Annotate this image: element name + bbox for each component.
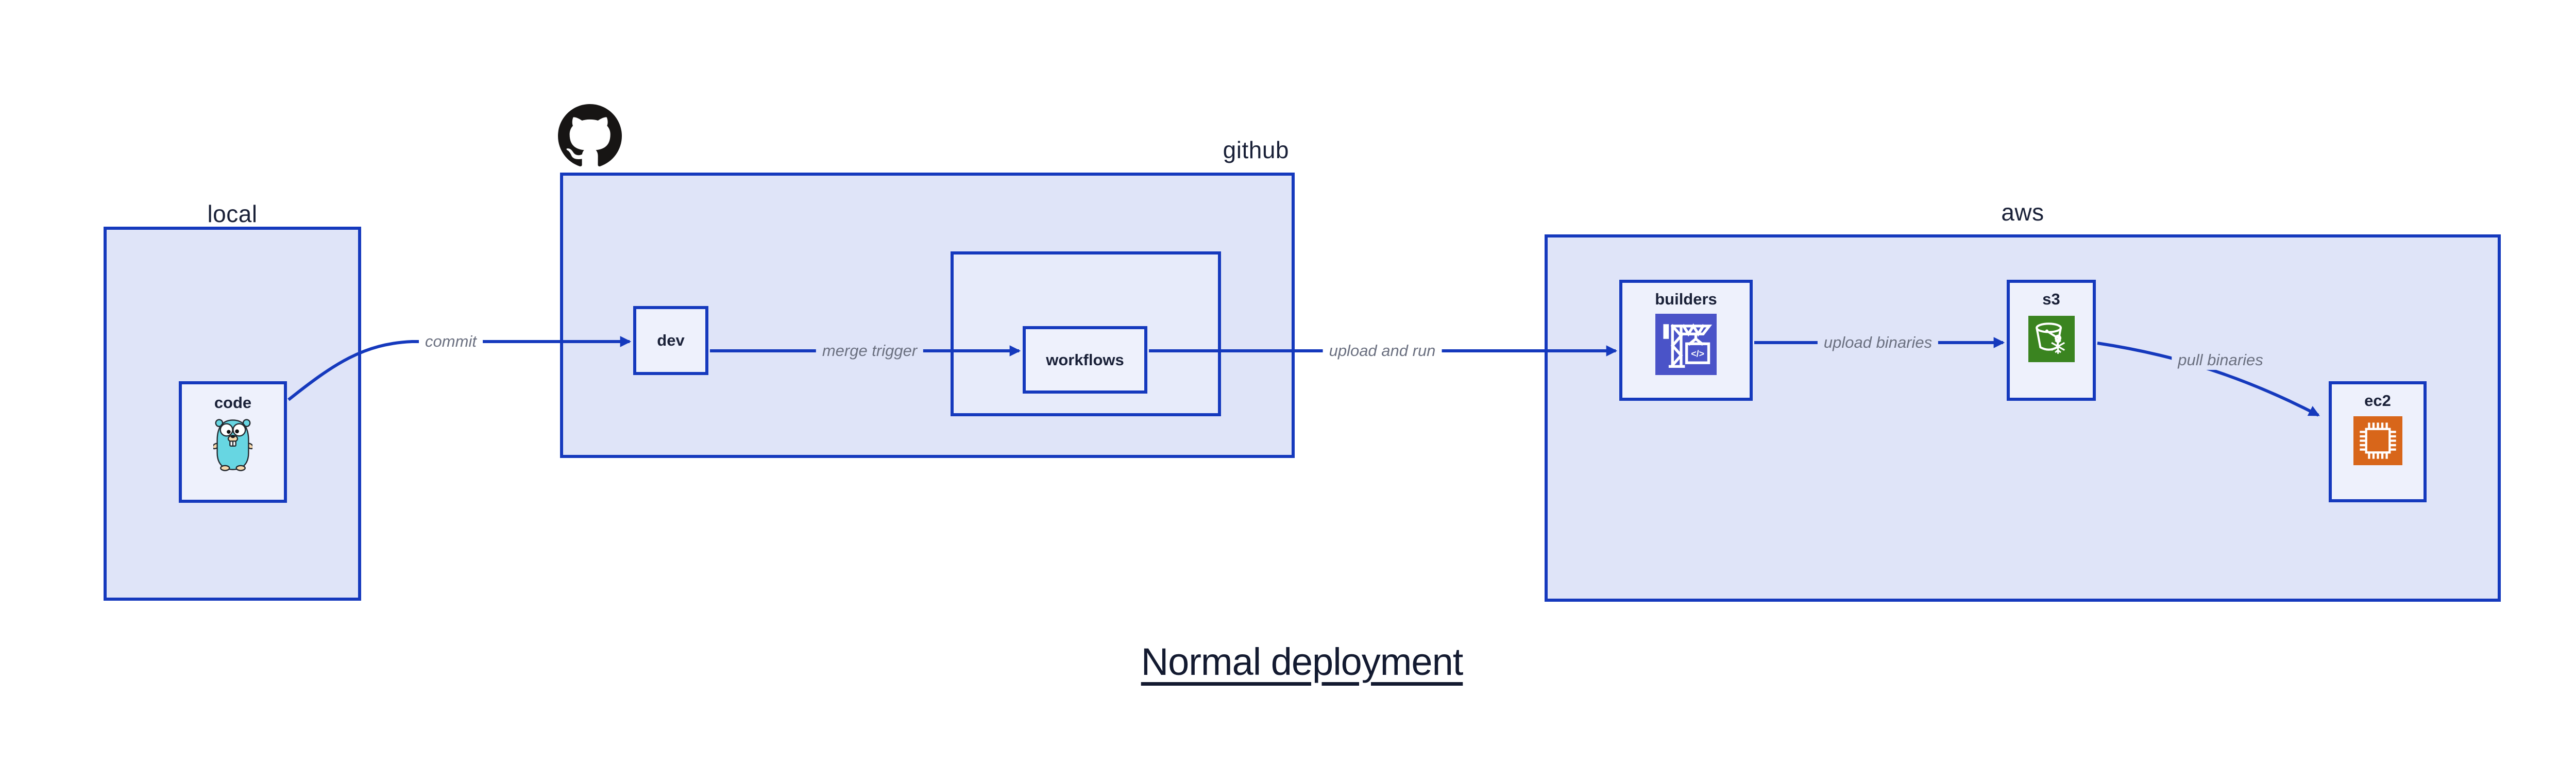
ec2-chip-icon bbox=[2353, 416, 2402, 465]
github-group-title: github bbox=[1223, 137, 1289, 163]
node-dev: dev bbox=[633, 306, 708, 375]
diagram-title: Normal deployment bbox=[1141, 640, 1464, 683]
node-dev-label: dev bbox=[657, 331, 685, 349]
node-s3: s3 bbox=[2007, 280, 2096, 401]
edge-label-upload-and-run: upload and run bbox=[1323, 341, 1442, 361]
aws-group-title: aws bbox=[2001, 199, 2044, 226]
node-builders-label: builders bbox=[1655, 290, 1717, 308]
node-ec2: ec2 bbox=[2329, 381, 2427, 502]
local-group-title: local bbox=[207, 200, 258, 227]
edge-label-pull-binaries: pull binaries bbox=[2172, 350, 2269, 370]
go-gopher-icon bbox=[213, 419, 252, 471]
node-workflows: workflows bbox=[1023, 326, 1147, 394]
node-s3-label: s3 bbox=[2042, 290, 2060, 308]
node-code-label: code bbox=[214, 394, 252, 412]
codebuild-code-glyph: </> bbox=[1691, 348, 1704, 359]
edge-label-commit: commit bbox=[419, 331, 483, 352]
codebuild-crane-icon: </> bbox=[1655, 314, 1717, 375]
node-builders: builders </> bbox=[1619, 280, 1753, 401]
edge-label-upload-binaries: upload binaries bbox=[1817, 332, 1939, 353]
github-octocat-icon bbox=[558, 104, 622, 166]
node-code: code bbox=[179, 381, 287, 503]
node-ec2-label: ec2 bbox=[2364, 392, 2391, 410]
edge-label-merge-trigger: merge trigger bbox=[816, 341, 924, 361]
node-workflows-label: workflows bbox=[1046, 350, 1124, 369]
s3-glacier-bucket-icon bbox=[2028, 316, 2075, 362]
